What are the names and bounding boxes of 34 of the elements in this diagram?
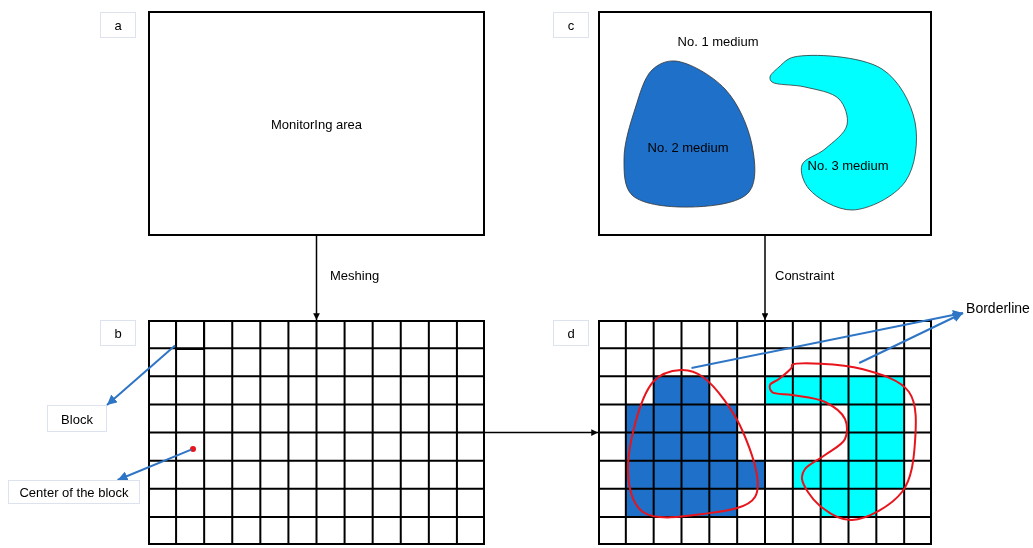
panel-box (598, 11, 932, 236)
tag-text: a (114, 17, 122, 33)
arrow (761, 235, 769, 321)
callout-text: Borderline (966, 300, 1030, 316)
leader-arrow (690, 310, 964, 369)
center-dot (190, 446, 196, 452)
label-tag (8, 480, 140, 504)
leader-arrow (116, 448, 193, 481)
leader-arrow (858, 312, 964, 364)
label-tag (100, 320, 136, 346)
label-tag (553, 12, 589, 38)
tag-text: d (567, 325, 575, 341)
edge-label: Constraint (775, 268, 835, 283)
tag-text: c (567, 17, 575, 33)
grid-cell (175, 320, 206, 351)
edge-label: Meshing (330, 268, 380, 283)
arrow (313, 235, 320, 321)
leader-arrow (106, 344, 177, 406)
label-tag (100, 12, 136, 38)
grid-panel (148, 320, 485, 545)
label-tag (47, 405, 107, 432)
panel-text: MonitorIng area (270, 116, 363, 131)
grid-panel (598, 320, 932, 545)
panel-text: No. 1 medium (677, 33, 759, 49)
tag-text: Center of the block (19, 484, 129, 500)
panel-box (148, 11, 485, 236)
region-text: No. 3 medium (807, 157, 889, 173)
tag-text: Block (61, 411, 93, 426)
tag-text: b (114, 325, 122, 341)
borderline-curve (771, 363, 918, 522)
arrow (484, 429, 599, 436)
region-text: No. 2 medium (647, 139, 729, 155)
label-tag (553, 320, 589, 346)
medium-region (770, 57, 915, 210)
